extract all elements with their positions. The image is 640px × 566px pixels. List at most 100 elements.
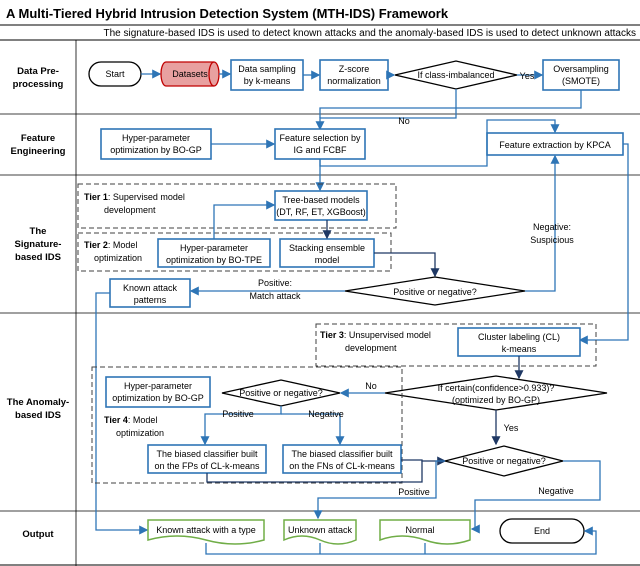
- svg-text:Hyper-parameter: Hyper-parameter: [180, 243, 248, 253]
- certain-decision: If certain(confidence>0.933)? (optimized…: [384, 375, 608, 411]
- tier1-label: Tier 1: Supervised model development: [84, 192, 185, 215]
- svg-text:End: End: [534, 526, 550, 536]
- svg-text:Feature: Feature: [21, 133, 55, 144]
- svg-text:Feature extraction by KPCA: Feature extraction by KPCA: [499, 140, 611, 150]
- tier4-box: [91, 366, 403, 484]
- smote-node: Oversampling (SMOTE): [542, 59, 620, 91]
- label-positive-out: Positive: [398, 487, 430, 497]
- svg-text:patterns: patterns: [134, 295, 167, 305]
- tier4-label: Tier 4: Model optimization: [104, 415, 164, 438]
- svg-text:by k-means: by k-means: [244, 76, 291, 86]
- svg-text:development: development: [345, 343, 397, 353]
- svg-text:Suspicious: Suspicious: [530, 235, 574, 245]
- tier2-label: Tier 2: Model optimization: [84, 240, 142, 263]
- pos-neg-signature-decision: Positive or negative?: [344, 276, 526, 306]
- label-positive-match: Positive: Match attack: [249, 278, 301, 301]
- svg-text:Tier 3: Unsupervised model: Tier 3: Unsupervised model: [320, 330, 431, 340]
- biased-fn-node: The biased classifier built on the FNs o…: [282, 444, 402, 474]
- sampling-node: Data sampling by k-means: [230, 59, 304, 91]
- label-negative-t4: Negative: [308, 409, 344, 419]
- cluster-labeling-node: Cluster labeling (CL) k-means: [457, 327, 581, 357]
- svg-text:Known attack: Known attack: [123, 283, 178, 293]
- svg-text:Positive or negative?: Positive or negative?: [462, 456, 546, 466]
- arrow-negative-suspicious: [525, 154, 560, 292]
- svg-text:The biased classifier built: The biased classifier built: [156, 449, 258, 459]
- row-label-data-preprocessing: Data Pre- processing: [13, 66, 64, 90]
- svg-text:(DT, RF, ET, XGBoost): (DT, RF, ET, XGBoost): [276, 207, 366, 217]
- svg-text:Engineering: Engineering: [11, 146, 66, 157]
- svg-text:Stacking ensemble: Stacking ensemble: [289, 243, 365, 253]
- arrow-imbalanced-no: [315, 89, 457, 131]
- class-imbalanced-decision: If class-imbalanced: [394, 60, 518, 90]
- row-label-output: Output: [22, 529, 54, 540]
- label-yes-2: Yes: [504, 423, 519, 433]
- svg-text:Negative:: Negative:: [533, 222, 571, 232]
- svg-text:Match attack: Match attack: [249, 291, 301, 301]
- arrow-stacking-decision: [374, 252, 440, 278]
- label-no-2: No: [365, 381, 377, 391]
- arrow-known-end: [205, 526, 597, 555]
- label-positive-t4: Positive: [222, 409, 254, 419]
- svg-text:Known attack with a type: Known attack with a type: [156, 525, 256, 535]
- hpo-bogp-fe-node: Hyper-parameter optimization by BO-GP: [100, 128, 212, 160]
- arrow-fn-decision: [401, 456, 447, 466]
- row-label-anomaly-ids: The Anomaly- based IDS: [7, 397, 69, 421]
- arrow-t4-negative: [281, 413, 345, 446]
- svg-text:Data Pre-: Data Pre-: [17, 66, 59, 77]
- svg-text:optimization by BO-GP: optimization by BO-GP: [110, 145, 202, 155]
- svg-text:optimization: optimization: [94, 253, 142, 263]
- svg-text:Tier 1: Supervised model: Tier 1: Supervised model: [84, 192, 185, 202]
- svg-text:Positive or negative?: Positive or negative?: [393, 287, 477, 297]
- start-node: Start: [88, 61, 142, 87]
- tier1-box: [77, 183, 397, 229]
- tier3-label: Tier 3: Unsupervised model development: [320, 330, 431, 353]
- tier3-box: [315, 323, 597, 367]
- normal-output: Normal: [379, 519, 471, 545]
- row-label-signature-ids: The Signature- based IDS: [15, 226, 62, 263]
- svg-text:Tier 4: Model: Tier 4: Model: [104, 415, 157, 425]
- biased-fp-node: The biased classifier built on the FPs o…: [147, 444, 267, 474]
- arrow-positive-unknown: [313, 460, 445, 520]
- svg-text:model: model: [315, 255, 340, 265]
- arrow-t4-positive: [200, 406, 282, 446]
- svg-text:on the FNs of CL-k-means: on the FNs of CL-k-means: [289, 461, 395, 471]
- hpo-bogp-anomaly-node: Hyper-parameter optimization by BO-GP: [105, 376, 211, 408]
- arrow-kpca-cluster: [578, 143, 629, 345]
- kpca-node: Feature extraction by KPCA: [486, 132, 624, 156]
- label-no-1: No: [398, 116, 410, 126]
- known-patterns-node: Known attack patterns: [109, 278, 191, 308]
- svg-text:on the FPs of CL-k-means: on the FPs of CL-k-means: [154, 461, 260, 471]
- svg-text:Start: Start: [105, 69, 125, 79]
- svg-text:Hyper-parameter: Hyper-parameter: [122, 133, 190, 143]
- svg-text:Unknown attack: Unknown attack: [288, 525, 353, 535]
- svg-text:(optimized by BO-GP): (optimized by BO-GP): [452, 395, 540, 405]
- svg-text:Tier 2: Model: Tier 2: Model: [84, 240, 137, 250]
- svg-text:Signature-: Signature-: [15, 239, 62, 250]
- svg-text:optimization by BO-TPE: optimization by BO-TPE: [166, 255, 262, 265]
- svg-text:Data sampling: Data sampling: [238, 64, 296, 74]
- label-yes-1: Yes: [520, 71, 535, 81]
- pos-neg-tier4-decision: Positive or negative?: [221, 379, 341, 407]
- arrow-botpe-tree: [213, 200, 276, 239]
- arrow-fp-decision: [206, 461, 423, 483]
- svg-text:normalization: normalization: [327, 76, 381, 86]
- svg-text:The biased classifier built: The biased classifier built: [291, 449, 393, 459]
- row-label-feature-engineering: Feature Engineering: [11, 133, 66, 157]
- zscore-node: Z-score normalization: [319, 59, 389, 91]
- tree-models-node: Tree-based models (DT, RF, ET, XGBoost): [274, 190, 368, 221]
- svg-text:Feature selection by: Feature selection by: [279, 133, 361, 143]
- svg-text:optimization: optimization: [116, 428, 164, 438]
- feature-selection-node: Feature selection by IG and FCBF: [274, 128, 366, 160]
- svg-text:Cluster labeling (CL): Cluster labeling (CL): [478, 332, 560, 342]
- svg-text:processing: processing: [13, 79, 64, 90]
- label-negative-suspicious: Negative: Suspicious: [530, 222, 574, 245]
- end-node: End: [499, 518, 585, 544]
- svg-text:The Anomaly-: The Anomaly-: [7, 397, 69, 408]
- svg-text:The: The: [30, 226, 47, 237]
- known-type-output: Known attack with a type: [147, 519, 265, 545]
- diagram-subtitle: The signature-based IDS is used to detec…: [103, 28, 636, 39]
- arrow-smote-featureselection: [319, 90, 582, 118]
- svg-text:If class-imbalanced: If class-imbalanced: [417, 70, 494, 80]
- svg-text:optimization by BO-GP: optimization by BO-GP: [112, 393, 204, 403]
